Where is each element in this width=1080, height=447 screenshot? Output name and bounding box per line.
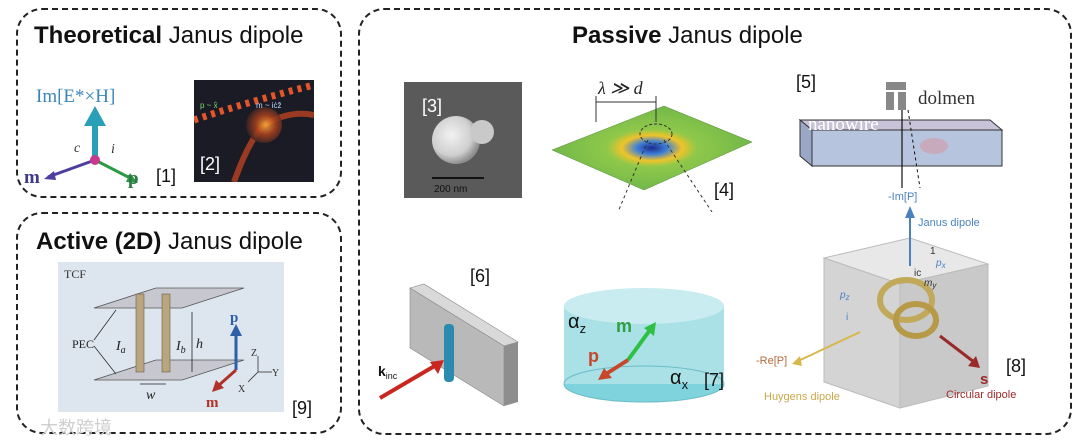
p-overlay-label: p ~ x̂ (200, 101, 218, 110)
p-label: p (128, 168, 139, 189)
cyl-m-label: m (616, 316, 632, 336)
scatter-rod (444, 324, 454, 382)
ib-label: Ib (175, 339, 186, 356)
tcf-label: TCF (64, 267, 86, 281)
condition-label: λ ≫ d (597, 78, 644, 98)
ic-label: ic (914, 268, 921, 279)
scatter-diagram: kinc (378, 283, 519, 407)
dolmen-nanowire: dolmen nanowire (798, 82, 1004, 188)
c-label: c (74, 141, 81, 156)
alpha-x-label: αx (670, 367, 689, 392)
w-label: w (146, 388, 156, 403)
px-label: px (935, 258, 947, 270)
ref-9: [9] (292, 398, 313, 418)
ia-label: Ia (115, 339, 126, 356)
one-label: 1 (930, 246, 936, 257)
s-label: s (980, 371, 988, 388)
axis-z: Z (251, 348, 257, 359)
cyl-p-label: p (588, 346, 599, 366)
ref-6: [6] (470, 266, 491, 286)
m-label: m (24, 167, 40, 188)
i-label: i (846, 312, 848, 323)
cube-diagram: -Im[P] Janus dipole -Re[P] Huygens dipol… (756, 191, 1016, 409)
ref-7: [7] (704, 370, 725, 390)
circular-dipole-label: Circular dipole (946, 389, 1016, 401)
active-title: Active (2D) Janus dipole (36, 228, 303, 255)
watermark: 大数跨境 (40, 418, 112, 439)
theoretical-dipole-diagram: Im[E*×H] m p c i (24, 86, 139, 189)
passive-title: Passive Janus dipole (572, 22, 803, 49)
ref-1: [1] (156, 166, 177, 186)
h-label: h (196, 337, 203, 352)
re-p-label: -Re[P] (756, 355, 787, 367)
my-label: my (924, 278, 937, 290)
theoretical-panel (16, 8, 342, 198)
ref-4: [4] (714, 180, 735, 200)
theoretical-title: Theoretical Janus dipole (34, 22, 304, 49)
huygens-dipole-label: Huygens dipole (764, 391, 840, 403)
janus-dipole-label: Janus dipole (918, 217, 980, 229)
dolmen-label: dolmen (918, 88, 975, 109)
k-inc-label: kinc (378, 363, 398, 381)
pec-label: PEC (72, 337, 94, 351)
field-map: λ ≫ d (552, 78, 752, 212)
axis-x: X (238, 384, 246, 395)
dipole-center (90, 155, 100, 165)
sem-image: 200 nm (404, 82, 522, 198)
alpha-z-label: αz (568, 311, 586, 336)
nanoparticle (432, 116, 480, 164)
svg-text:200 nm: 200 nm (434, 184, 467, 195)
i-label: i (111, 142, 115, 157)
active-m-label: m (206, 395, 219, 411)
axis-y: Y (272, 368, 279, 379)
waveguide-photo: p ~ x̂ m ~ iċẑ (194, 80, 314, 182)
nanowire-label: nanowire (808, 114, 879, 135)
nanowire-body (811, 129, 1003, 167)
ref-8: [8] (1006, 356, 1027, 376)
pz-label: pz (839, 290, 850, 302)
cylinder-diagram: αz αx m p (563, 288, 725, 403)
im-p-label: -Im[P] (888, 191, 917, 203)
passive-panel (358, 8, 1072, 435)
strip-b (161, 293, 171, 373)
poynting-formula: Im[E*×H] (36, 86, 115, 107)
active-antenna-diagram: TCF PEC Ia Ib h w p m Z Y X (58, 262, 284, 412)
ref-5: [5] (796, 72, 817, 92)
active-p-label: p (230, 310, 238, 326)
strip-a (135, 293, 145, 373)
ref-2: [2] (200, 154, 221, 174)
ref-3: [3] (422, 96, 443, 116)
active-panel (16, 212, 342, 434)
m-overlay-label: m ~ iċẑ (256, 101, 282, 110)
im-arrow-head (84, 106, 106, 126)
